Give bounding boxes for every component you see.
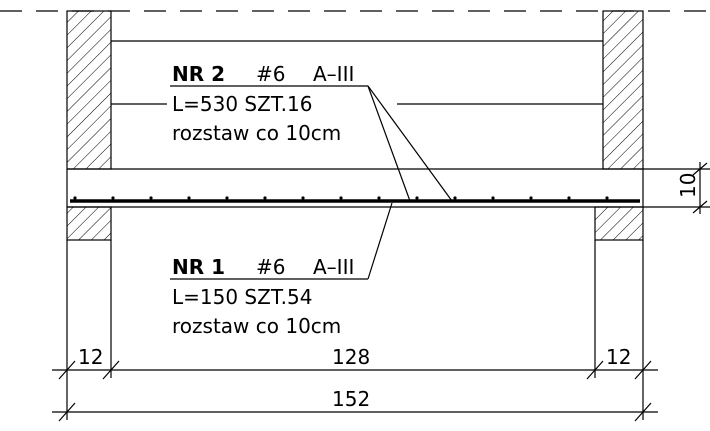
- rebar-dot: [491, 196, 495, 200]
- dim-total: 152: [332, 387, 370, 411]
- rebar-dot: [301, 196, 305, 200]
- left-lower-support: [66, 206, 112, 241]
- rebar-dot: [111, 196, 115, 200]
- rebar-dot: [225, 196, 229, 200]
- nr2-spacing: rozstaw co 10cm: [172, 121, 341, 145]
- rebar-dot: [263, 196, 267, 200]
- nr2-spec: #6: [256, 62, 285, 86]
- rebar-dot: [415, 196, 419, 200]
- nr2-length-qty: L=530 SZT.16: [172, 92, 312, 116]
- nr1-id: NR 1: [172, 255, 225, 279]
- rebar-dot: [149, 196, 153, 200]
- dim-clear-span: 128: [332, 345, 370, 369]
- right-lower-support: [594, 206, 644, 241]
- dim-slab-thickness: 10: [676, 173, 700, 198]
- nr2-id: NR 2: [172, 62, 225, 86]
- nr2-pointer-1: [367, 85, 411, 202]
- nr2-grade: A–III: [313, 62, 354, 86]
- nr1-grade: A–III: [313, 255, 354, 279]
- rebar-dot: [605, 196, 609, 200]
- nr1-pointer: [367, 202, 393, 280]
- rebar-dot: [453, 196, 457, 200]
- thickness-tick-bottom: [692, 200, 708, 214]
- dim-tick-2: [102, 360, 120, 380]
- nr1-spec: #6: [256, 255, 285, 279]
- dim-tick-1: [58, 360, 76, 380]
- dim-tick-6: [634, 402, 652, 422]
- right-upper-wall: [602, 10, 644, 170]
- rebar-dot: [73, 196, 77, 200]
- rebar-dot: [567, 196, 571, 200]
- rebar-dot: [377, 196, 381, 200]
- rebar-dot: [187, 196, 191, 200]
- dim-tick-3: [586, 360, 604, 380]
- left-upper-wall: [66, 10, 112, 170]
- rebar-dot: [339, 196, 343, 200]
- dim-right-support: 12: [606, 345, 631, 369]
- dim-left-support: 12: [78, 345, 103, 369]
- dim-tick-4: [634, 360, 652, 380]
- nr2-pointer-2: [367, 85, 453, 202]
- rebar-dot: [529, 196, 533, 200]
- nr1-spacing: rozstaw co 10cm: [172, 314, 341, 338]
- thickness-tick-top: [692, 162, 708, 176]
- nr1-length-qty: L=150 SZT.54: [172, 285, 312, 309]
- dim-tick-5: [58, 402, 76, 422]
